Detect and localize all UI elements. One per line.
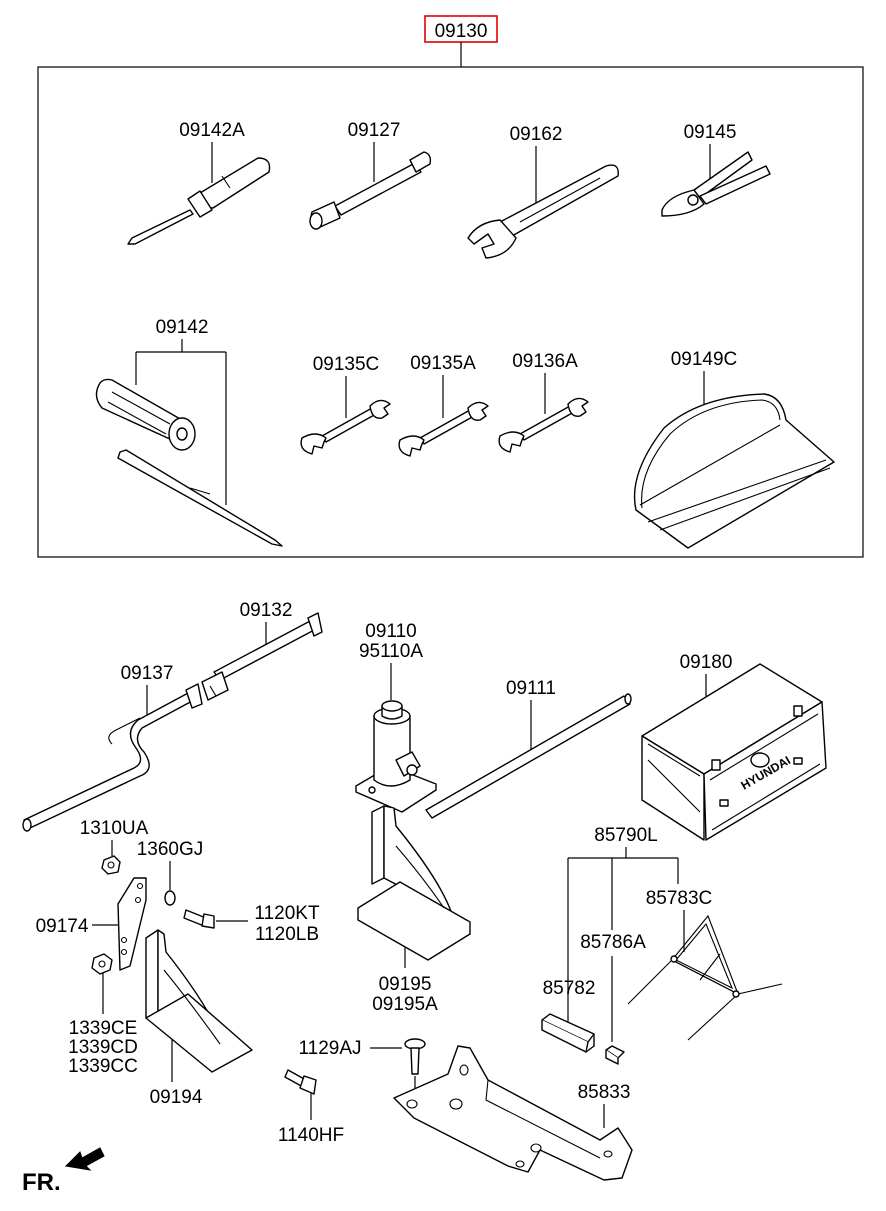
jack-bracket-09195[interactable] xyxy=(357,805,471,961)
label-09135C[interactable]: 09135C xyxy=(313,354,380,375)
label-95110A[interactable]: 95110A xyxy=(359,641,423,662)
front-arrow-icon xyxy=(64,1147,105,1171)
label-09195[interactable]: 09195 xyxy=(379,974,432,995)
bolt-1140HF[interactable] xyxy=(284,1069,317,1095)
label-1120KT[interactable]: 1120KT xyxy=(254,903,320,924)
bracket-09194[interactable] xyxy=(145,929,253,1073)
pliers-09145[interactable] xyxy=(661,151,771,217)
label-1310UA[interactable]: 1310UA xyxy=(80,818,149,839)
label-09135A[interactable]: 09135A xyxy=(410,353,476,374)
label-1339CE[interactable]: 1339CE xyxy=(69,1018,138,1039)
label-09180[interactable]: 09180 xyxy=(680,652,733,673)
screwdriver-09142A[interactable] xyxy=(127,157,271,245)
label-09145[interactable]: 09145 xyxy=(684,122,737,143)
label-85790L[interactable]: 85790L xyxy=(594,825,657,846)
label-1140HF[interactable]: 1140HF xyxy=(278,1125,344,1146)
label-1339CD[interactable]: 1339CD xyxy=(68,1037,138,1058)
nut-1339CE[interactable] xyxy=(91,953,113,975)
label-1120LB[interactable]: 1120LB xyxy=(255,924,319,945)
jack-rod-09111[interactable] xyxy=(425,693,632,819)
label-85783C[interactable]: 85783C xyxy=(646,888,713,909)
label-85833[interactable]: 85833 xyxy=(578,1082,631,1103)
label-09132[interactable]: 09132 xyxy=(240,600,293,621)
label-09111[interactable]: 09111 xyxy=(506,678,556,699)
tool-kit-group-frame xyxy=(37,66,864,558)
label-1360GJ[interactable]: 1360GJ xyxy=(137,839,204,860)
screwdriver-handle-09142[interactable] xyxy=(95,378,196,451)
tool-box-09180[interactable]: HYUNDAI xyxy=(641,663,827,841)
label-09136A[interactable]: 09136A xyxy=(512,351,578,372)
extension-bar-09132[interactable] xyxy=(201,612,323,701)
label-09174[interactable]: 09174 xyxy=(36,916,89,937)
label-09142[interactable]: 09142 xyxy=(156,317,209,338)
label-85786A[interactable]: 85786A xyxy=(580,932,646,953)
screw-1129AJ[interactable] xyxy=(404,1038,426,1075)
adjustable-wrench-09162[interactable] xyxy=(467,164,619,259)
label-85782[interactable]: 85782 xyxy=(543,978,596,999)
front-direction-label: FR. xyxy=(22,1169,61,1196)
label-1339CC[interactable]: 1339CC xyxy=(68,1056,138,1077)
label-09149C[interactable]: 09149C xyxy=(671,349,738,370)
tool-bag-09149C[interactable] xyxy=(633,393,835,549)
open-wrench-09135A[interactable] xyxy=(398,401,489,457)
nut-1310UA[interactable] xyxy=(101,855,121,875)
label-09127[interactable]: 09127 xyxy=(348,120,401,141)
open-wrench-09135C[interactable] xyxy=(300,399,391,455)
label-09194[interactable]: 09194 xyxy=(150,1087,203,1108)
bracket-09174[interactable] xyxy=(117,877,147,971)
label-1129AJ[interactable]: 1129AJ xyxy=(298,1038,361,1059)
cap-85786A[interactable] xyxy=(605,1045,625,1065)
label-09162[interactable]: 09162 xyxy=(510,124,563,145)
label-09110[interactable]: 09110 xyxy=(365,621,416,642)
bolt-1120KT[interactable] xyxy=(183,909,215,929)
label-09142A[interactable]: 09142A xyxy=(179,120,245,141)
open-wrench-09136A[interactable] xyxy=(498,397,589,453)
top-part-label[interactable]: 09130 xyxy=(435,21,488,42)
jack-handle-09137[interactable] xyxy=(22,683,203,832)
washer-1360GJ[interactable] xyxy=(164,890,176,906)
screwdriver-bit-09142[interactable] xyxy=(117,449,283,547)
bottle-jack-09110[interactable] xyxy=(355,700,437,813)
warning-triangle-85783C[interactable] xyxy=(627,914,783,1041)
socket-wrench-09127[interactable] xyxy=(309,151,432,230)
label-09195A[interactable]: 09195A xyxy=(372,994,438,1015)
case-85782[interactable] xyxy=(541,1013,595,1053)
bracket-85833[interactable] xyxy=(393,1045,633,1181)
label-09137[interactable]: 09137 xyxy=(121,663,174,684)
